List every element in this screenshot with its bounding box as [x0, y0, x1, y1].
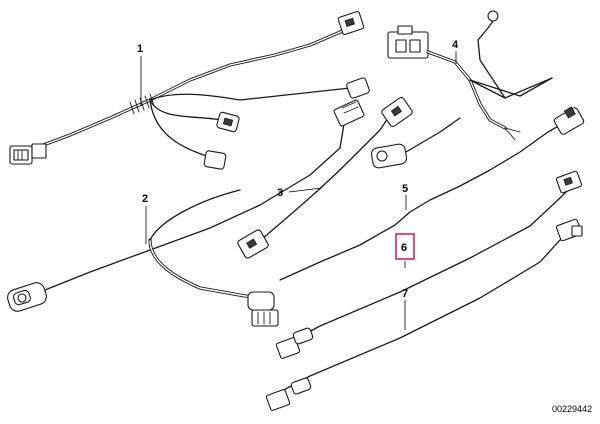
plug-block	[387, 25, 429, 59]
callout-1[interactable]: 1	[137, 43, 143, 55]
cable-part-5	[148, 106, 585, 327]
callout-2[interactable]: 2	[142, 193, 148, 205]
connector-part-2-top	[333, 99, 365, 127]
ring-terminal-icon	[487, 10, 499, 22]
connector-left-multipin	[9, 143, 47, 165]
connector-part-3-top	[381, 96, 413, 128]
connector-oval-lower-left	[7, 282, 47, 312]
connector-part-3-bottom	[237, 229, 269, 259]
callout-3[interactable]: 3	[277, 187, 283, 199]
connector-angled-lower	[247, 291, 279, 327]
cable-part-7	[265, 218, 583, 411]
connector-lower	[203, 150, 227, 170]
connector-mid-right	[346, 77, 370, 99]
connector-angled-right	[553, 106, 585, 135]
callout-7[interactable]: 7	[402, 288, 408, 300]
connector-7-top	[555, 218, 583, 242]
plug-part-4	[387, 10, 553, 141]
callout-4[interactable]: 4	[452, 39, 459, 51]
callout-6-highlight-box	[395, 233, 415, 260]
document-number: 00229442	[552, 404, 592, 414]
harness-part-1	[9, 11, 370, 170]
cable-part-6	[275, 170, 583, 359]
leader-lines	[140, 51, 457, 330]
connector-7-bottom	[265, 377, 312, 411]
callout-5[interactable]: 5	[402, 183, 408, 195]
clamp-connector	[370, 117, 461, 169]
connector-6-bottom	[275, 327, 314, 359]
callouts: 1 2 3 4 5 6 7	[137, 39, 459, 300]
cable-part-3	[237, 96, 413, 259]
connector-mid	[216, 111, 240, 133]
cable-part-2	[7, 99, 365, 312]
connector-6-top	[555, 170, 583, 194]
connector-top-right	[337, 11, 365, 35]
callout-6[interactable]: 6	[401, 242, 407, 254]
